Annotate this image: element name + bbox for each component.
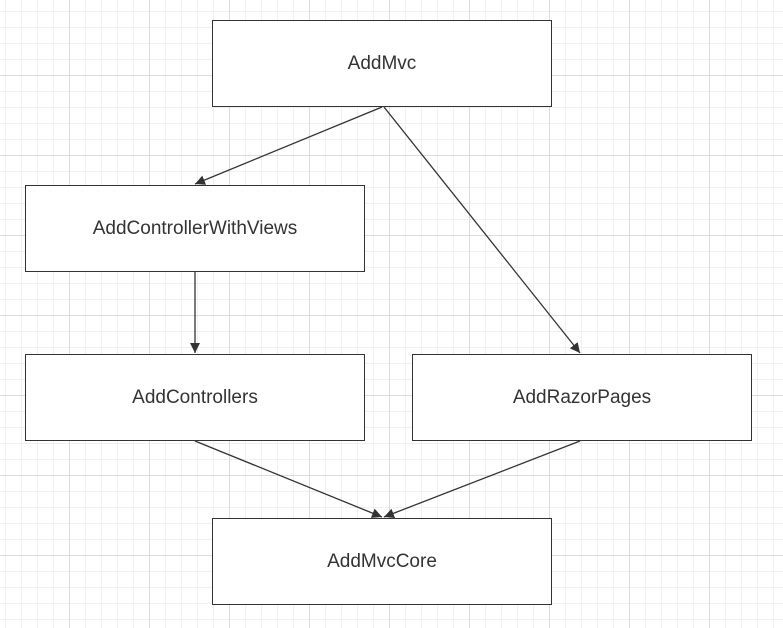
node-addrazorpages[interactable]: AddRazorPages bbox=[412, 354, 752, 441]
node-addmvc[interactable]: AddMvc bbox=[212, 20, 552, 107]
node-addmvccore[interactable]: AddMvcCore bbox=[212, 518, 552, 605]
node-addcontrollerwithviews-label: AddControllerWithViews bbox=[92, 217, 298, 239]
node-addrazorpages-label: AddRazorPages bbox=[512, 386, 652, 408]
edge-addrazorpages-to-addmvccore bbox=[383, 440, 581, 519]
node-addcontrollers-label: AddControllers bbox=[132, 386, 258, 408]
edge-addcontrollers-to-addmvccore bbox=[194, 440, 383, 518]
edge-addmvc-to-addrazorpages bbox=[383, 106, 581, 354]
node-addcontrollerwithviews[interactable]: AddControllerWithViews bbox=[25, 185, 365, 272]
node-addmvc-label: AddMvc bbox=[347, 52, 417, 74]
node-addcontrollers[interactable]: AddControllers bbox=[25, 354, 365, 441]
node-addmvccore-label: AddMvcCore bbox=[327, 550, 437, 572]
edge-addmvc-to-addcontrollerwithviews bbox=[194, 106, 383, 185]
